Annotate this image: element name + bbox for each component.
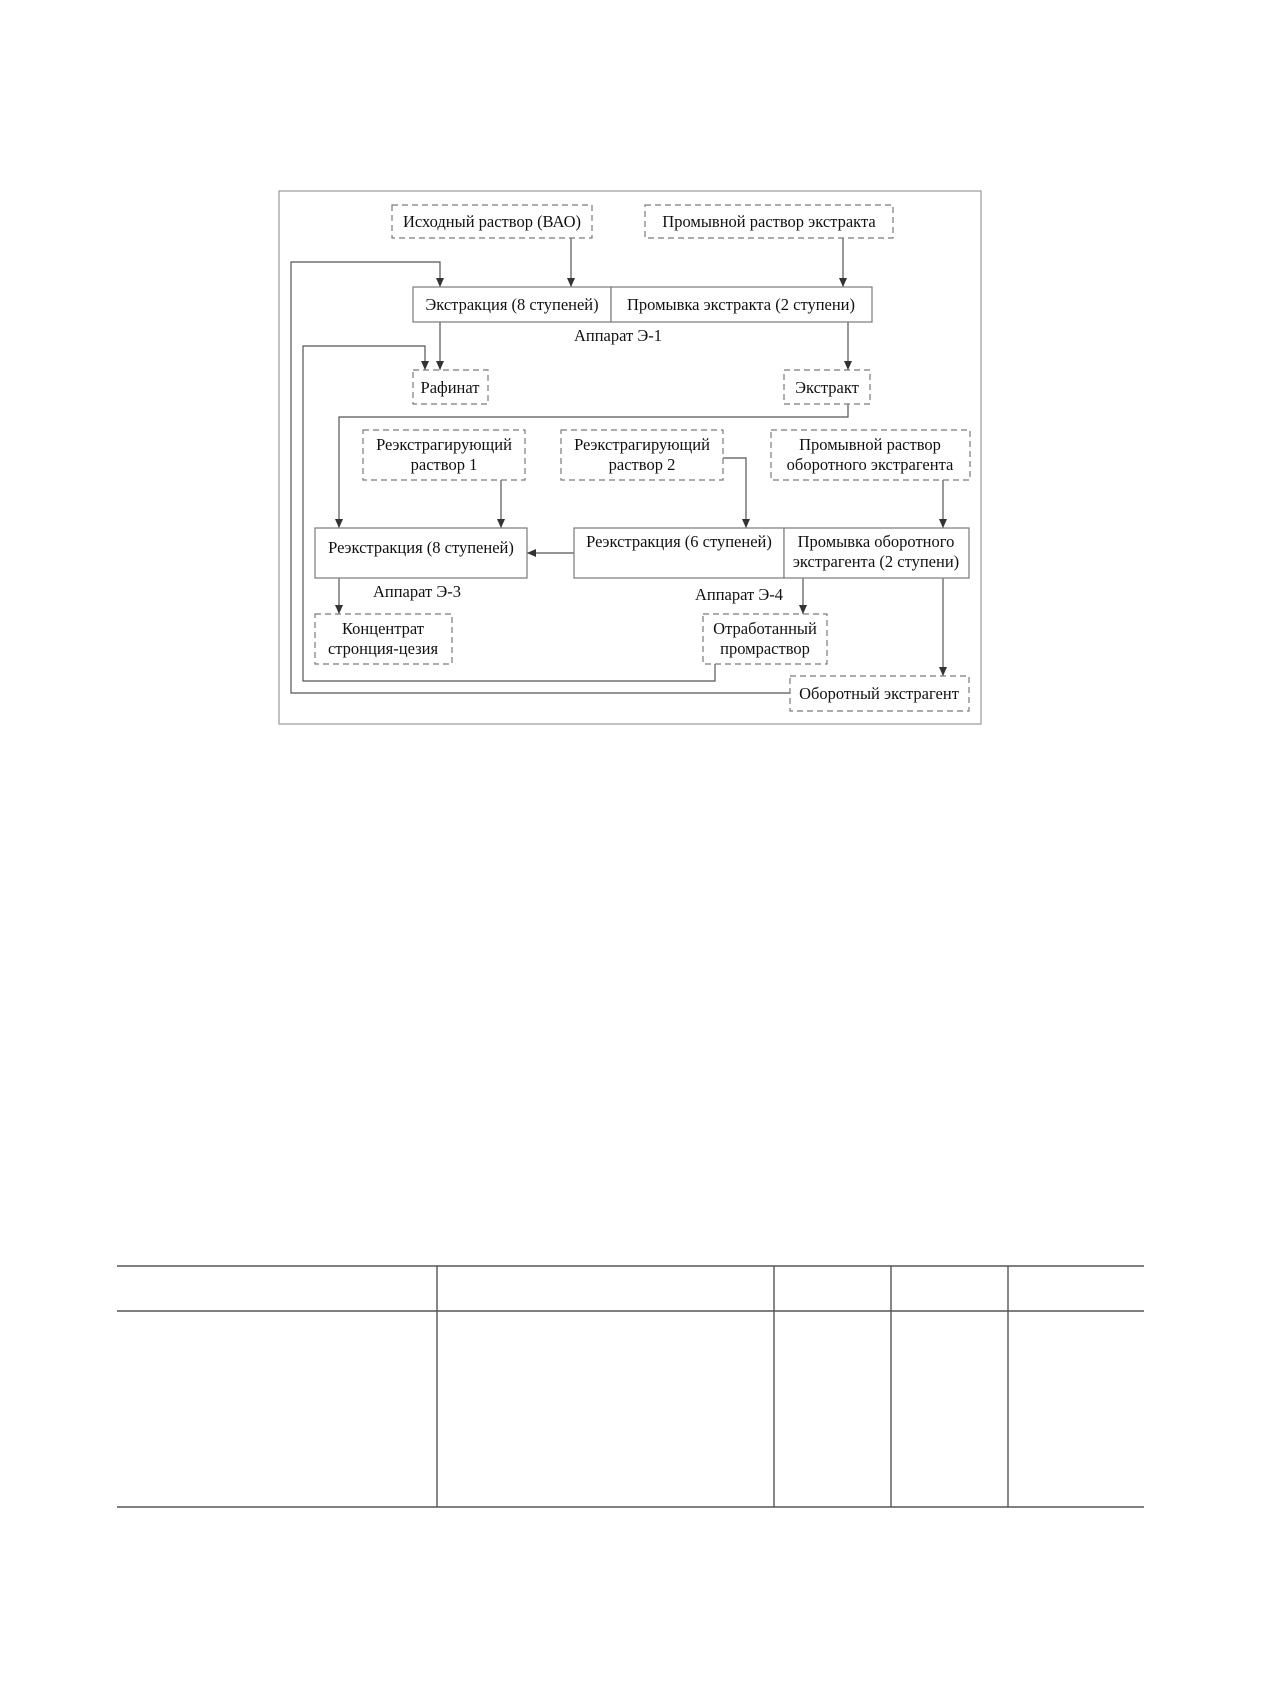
strip-solution-1-line-1: Реэкстрагирующий xyxy=(376,435,512,454)
spent-wash-line-2: промраствор xyxy=(720,639,810,658)
strip-solution-2-line-1: Реэкстрагирующий xyxy=(574,435,710,454)
apparatus-e3-label: Аппарат Э-3 xyxy=(373,582,461,601)
recycled-wash-line-2: экстрагента (2 ступени) xyxy=(793,552,959,571)
connectors xyxy=(290,238,947,694)
spent-wash-line-1: Отработанный xyxy=(713,619,817,638)
extract-box xyxy=(783,369,871,405)
strip-solution-1-line-2: раствор 1 xyxy=(411,455,478,474)
concentrate-line-2: стронция-цезия xyxy=(328,639,439,658)
wash-extract-solution-label: Промывной раствор экстракта xyxy=(662,212,876,231)
recycled-extractant-box xyxy=(789,675,970,712)
wash-extract-solution-box xyxy=(644,204,894,239)
stripping-6-label: Реэкстракция (6 ступеней) xyxy=(586,532,772,551)
spent-wash-box xyxy=(702,613,828,665)
raffinate-label: Рафинат xyxy=(421,378,480,397)
source-solution-label: Исходный раствор (ВАО) xyxy=(403,212,581,231)
raffinate-box xyxy=(412,369,489,405)
wash-recycled-solution-line-1: Промывной раствор xyxy=(799,435,941,454)
strip-solution-2-box xyxy=(560,429,724,481)
concentrate-box xyxy=(314,613,453,665)
wash-recycled-solution-line-2: оборотного экстрагента xyxy=(787,455,954,474)
extract-wash-label: Промывка экстракта (2 ступени) xyxy=(627,295,855,314)
apparatus-e1-label: Аппарат Э-1 xyxy=(574,326,662,345)
source-solution-box xyxy=(391,204,593,239)
recycled-extractant-label: Оборотный экстрагент xyxy=(799,684,959,703)
wash-recycled-solution-box xyxy=(770,429,971,481)
extract-wash-box xyxy=(610,286,873,323)
arrow-strip2-to-stripping-6 xyxy=(723,457,750,528)
apparatus-e4-label: Аппарат Э-4 xyxy=(695,585,783,604)
flow-diagram: Исходный раствор (ВАО) Промывной раствор… xyxy=(278,190,982,725)
recycled-wash-line-1: Промывка оборотного xyxy=(798,532,955,551)
concentrate-line-1: Концентрат xyxy=(342,619,424,638)
arrow-spent-wash-to-raffinate xyxy=(302,345,716,682)
arrow-extract-to-stripping-8 xyxy=(335,404,849,528)
strip-solution-1-box xyxy=(362,429,526,481)
extract-label: Экстракт xyxy=(795,378,859,397)
arrow-recycled-extractant-to-extraction xyxy=(290,261,790,694)
extraction-label: Экстракция (8 ступеней) xyxy=(425,295,598,314)
recycled-wash-box xyxy=(783,527,970,579)
stripping-8-box xyxy=(314,527,528,579)
stripping-8-label: Реэкстракция (8 ступеней) xyxy=(328,538,514,557)
strip-solution-2-line-2: раствор 2 xyxy=(609,455,676,474)
stripping-6-box xyxy=(573,527,785,579)
diagram-frame xyxy=(278,190,982,725)
